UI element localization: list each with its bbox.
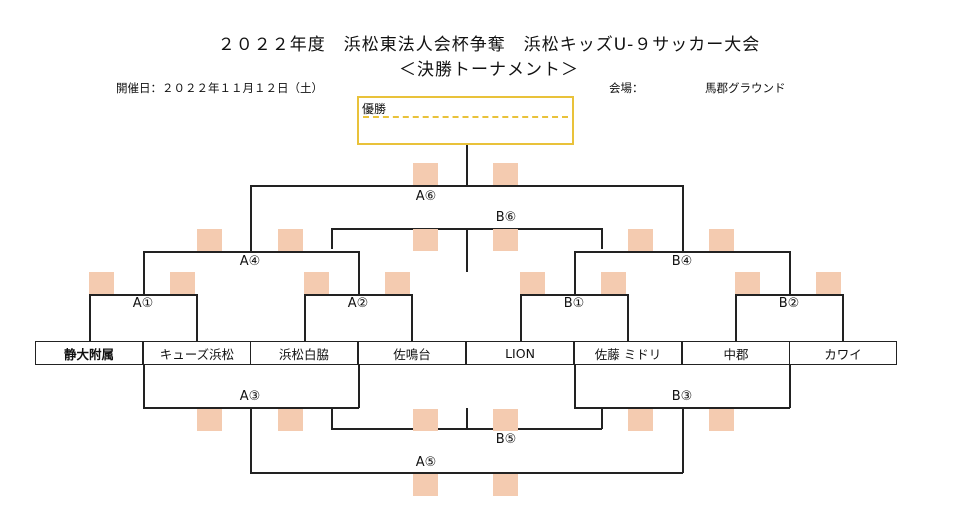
score-box-a1-left	[89, 272, 114, 294]
center-divider-top	[466, 228, 468, 272]
a5-left-drop	[250, 407, 252, 473]
a3-left-rise	[143, 365, 145, 408]
score-box-b2-left	[735, 272, 760, 294]
score-box-b3-left	[628, 409, 653, 431]
score-box-a4-right	[278, 229, 303, 251]
page-title: ２０２２年度 浜松東法人会杯争奪 浜松キッズU-９サッカー大会	[217, 35, 761, 55]
score-box-a3-left	[197, 409, 222, 431]
venue-name: 馬郡グラウンド	[705, 81, 786, 95]
a4-left-drop	[143, 251, 145, 295]
venue-label: 会場：	[609, 81, 644, 95]
match-label-a6: A⑥	[415, 189, 437, 204]
score-box-a6-left	[413, 163, 438, 185]
b4-left-drop	[574, 251, 576, 295]
score-box-a6-right	[493, 163, 518, 185]
team-box-6: 佐藤 ミドリ	[574, 341, 682, 365]
a2-right-drop	[411, 294, 413, 341]
a4-right-drop	[358, 251, 360, 295]
b4-right-drop	[789, 251, 791, 295]
score-box-b1-left	[520, 272, 545, 294]
a6-right-drop	[682, 185, 684, 252]
a2-bar	[304, 294, 412, 296]
b4-bar	[574, 251, 790, 253]
match-label-b6: B⑥	[495, 210, 517, 225]
score-box-b3-right	[709, 409, 734, 431]
final-stem	[466, 145, 468, 186]
score-box-a4-left	[197, 229, 222, 251]
match-label-a4: A④	[239, 254, 261, 269]
score-box-a5-right	[493, 474, 518, 496]
team-box-3: 浜松白脇	[250, 341, 358, 365]
score-box-a2-right	[385, 272, 410, 294]
champion-label: 優勝	[362, 102, 387, 116]
score-box-b1-right	[601, 272, 626, 294]
b1-bar	[520, 294, 628, 296]
match-label-a2: A②	[347, 296, 369, 311]
b1-right-drop	[627, 294, 629, 341]
center-divider-bottom	[466, 408, 468, 428]
team-box-1: 静大附属	[35, 341, 143, 365]
a1-right-drop	[196, 294, 198, 341]
champion-box: 優勝	[357, 96, 574, 145]
match-label-b3: B③	[671, 389, 693, 404]
b2-bar	[735, 294, 843, 296]
team-box-7: 中郡	[682, 341, 790, 365]
b3-right-rise	[789, 365, 791, 408]
score-box-a1-right	[170, 272, 195, 294]
b2-left-drop	[735, 294, 737, 341]
score-box-b5-left	[413, 409, 438, 431]
champion-dashed-line	[363, 116, 568, 118]
a5-bar	[250, 472, 683, 474]
b3-left-rise	[574, 365, 576, 408]
score-box-b2-right	[816, 272, 841, 294]
a1-left-drop	[89, 294, 91, 341]
a1-bar	[89, 294, 197, 296]
team-box-4: 佐鳴台	[358, 341, 466, 365]
score-box-b5-right	[493, 409, 518, 431]
team-box-2: キューズ浜松	[143, 341, 251, 365]
a3-right-rise	[358, 365, 360, 408]
a5-right-drop	[682, 407, 684, 473]
a6-bar	[250, 185, 683, 187]
a2-left-drop	[304, 294, 306, 341]
b5-right-drop	[601, 407, 603, 429]
b5-bar	[331, 428, 602, 430]
score-box-b4-left	[628, 229, 653, 251]
match-label-a5: A⑤	[415, 455, 437, 470]
b2-right-drop	[842, 294, 844, 341]
score-box-a5-left	[413, 474, 438, 496]
b5-left-drop	[331, 407, 333, 429]
score-box-b6-left	[413, 229, 438, 251]
event-date: 開催日：２０２２年１１月１２日（土）	[116, 81, 323, 95]
b6-right-drop	[601, 228, 603, 249]
b1-left-drop	[520, 294, 522, 341]
score-box-a2-left	[304, 272, 329, 294]
page-subtitle: ＜決勝トーナメント＞	[399, 60, 579, 80]
score-box-b4-right	[709, 229, 734, 251]
match-label-a1: A①	[132, 296, 154, 311]
match-label-b2: B②	[778, 296, 800, 311]
a6-left-drop	[250, 185, 252, 252]
match-label-a3: A③	[239, 389, 261, 404]
match-label-b1: B①	[563, 296, 585, 311]
team-box-8: カワイ	[789, 341, 897, 365]
match-label-b4: B④	[671, 254, 693, 269]
match-label-b5: B⑤	[495, 432, 517, 447]
score-box-a3-right	[278, 409, 303, 431]
score-box-b6-right	[493, 229, 518, 251]
team-box-5: LION	[466, 341, 574, 365]
b6-left-drop	[331, 228, 333, 249]
a4-bar	[143, 251, 359, 253]
